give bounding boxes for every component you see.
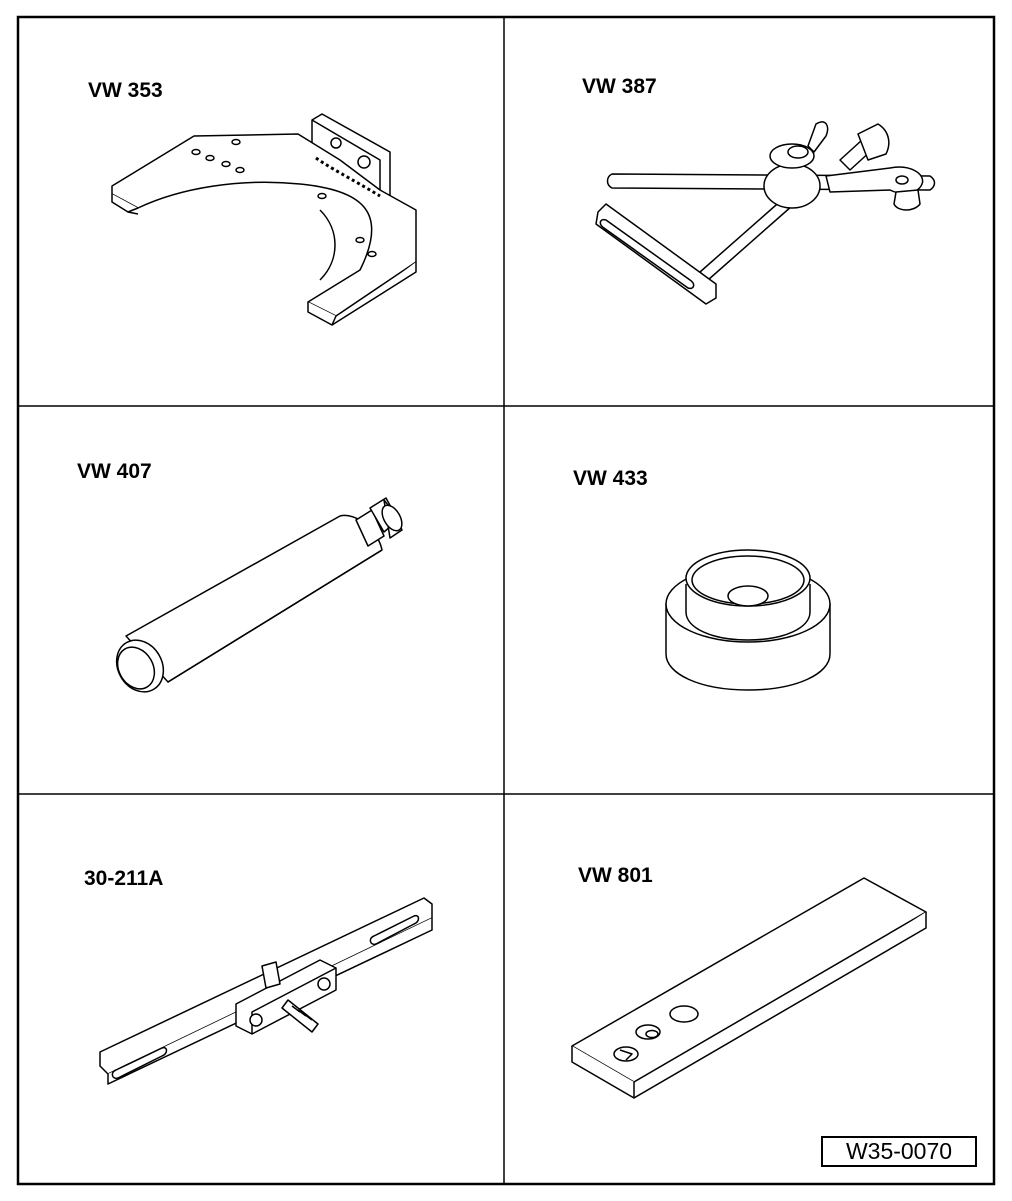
tool-label-30-211a: 30-211A <box>84 867 164 890</box>
tool-drawing-30-211a <box>99 897 433 1085</box>
tool-label-vw387: VW 387 <box>582 75 657 98</box>
tool-drawing-vw801 <box>571 877 927 1099</box>
tool-drawing-vw433 <box>665 549 831 691</box>
grid-frame <box>16 15 996 1186</box>
tool-label-vw433: VW 433 <box>573 467 648 490</box>
tool-label-vw353: VW 353 <box>88 79 163 102</box>
tool-label-vw801: VW 801 <box>578 864 653 887</box>
tool-label-vw407: VW 407 <box>77 460 152 483</box>
figure-reference: W35-0070 <box>821 1136 977 1167</box>
tool-drawing-vw353 <box>111 113 417 326</box>
tool-drawing-vw407 <box>115 497 403 693</box>
tool-drawing-vw387 <box>595 121 936 305</box>
